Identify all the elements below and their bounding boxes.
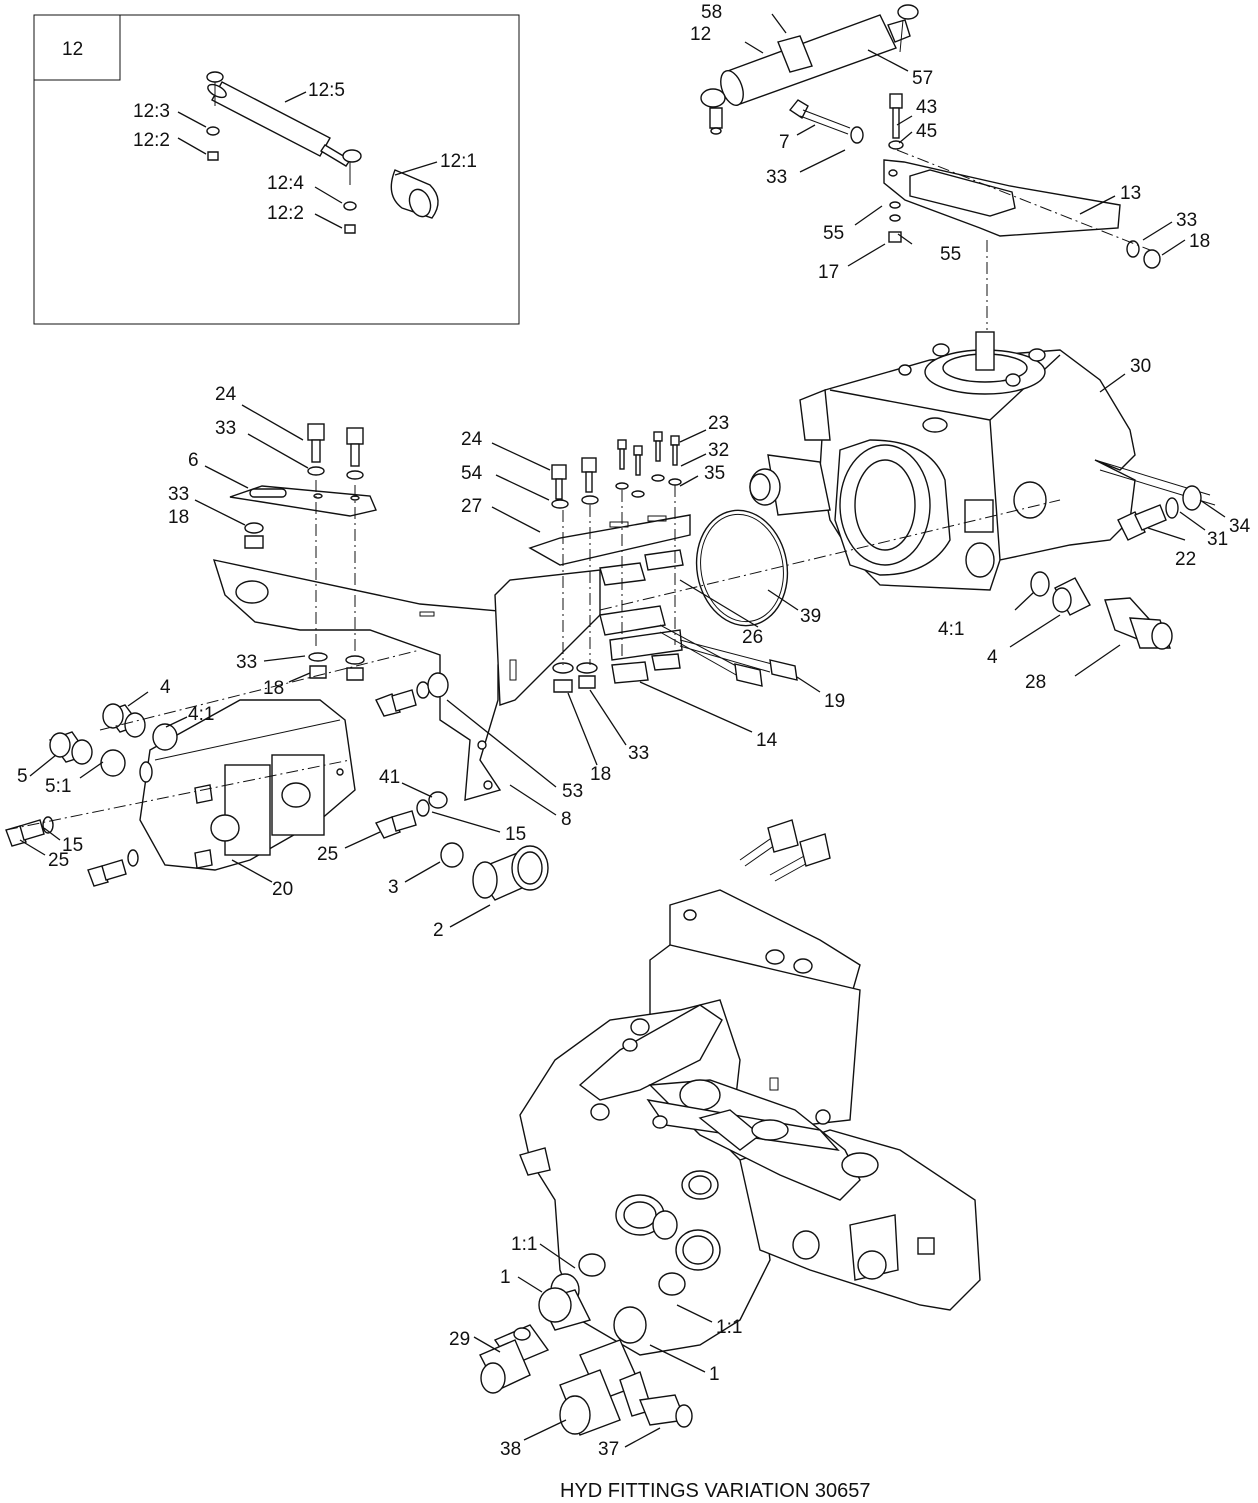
screws-23-part: [615, 431, 682, 498]
seal-39-part: [695, 509, 789, 627]
callout-33: 33: [766, 167, 787, 188]
callout-4: 4: [160, 677, 171, 698]
damper-assembly-part: [700, 4, 919, 135]
callout-33: 33: [215, 418, 236, 439]
fitting-2-3-part: [440, 842, 549, 901]
callout-43: 43: [916, 97, 937, 118]
callout-35: 35: [704, 463, 725, 484]
callout-45: 45: [916, 121, 937, 142]
bolt-7-part: [788, 99, 864, 144]
sensor-14-19-part: [599, 549, 798, 687]
callout-4-1: 4:1: [188, 704, 214, 725]
callout-39: 39: [800, 606, 821, 627]
callout-4-1: 4:1: [938, 619, 964, 640]
callout-53: 53: [562, 781, 583, 802]
bolt-43-part: [888, 93, 904, 150]
callout-6: 6: [188, 450, 199, 471]
inset-detail-12: 12 12:5 12:3 12:2 12:1 12:4 12:2: [33, 14, 520, 325]
callout-33: 33: [168, 484, 189, 505]
callout-54: 54: [461, 463, 483, 484]
callout-15: 15: [505, 824, 526, 845]
callout-25: 25: [48, 850, 69, 871]
callout-22: 22: [1175, 549, 1196, 570]
callout-23: 23: [708, 413, 729, 434]
callout-38: 38: [500, 1439, 521, 1460]
callout-1: 1: [709, 1364, 720, 1385]
callout-33: 33: [1176, 210, 1197, 231]
callout-33: 33: [236, 652, 257, 673]
callout-12: 12: [690, 24, 711, 45]
bracket-27-part: [528, 431, 691, 566]
callout-17: 17: [818, 262, 839, 283]
callout-34: 34: [1229, 516, 1251, 537]
callout-37: 37: [598, 1439, 619, 1460]
callout-24: 24: [461, 429, 483, 450]
callout-28: 28: [1025, 672, 1046, 693]
callout-7: 7: [779, 132, 790, 153]
callout-24: 24: [215, 384, 237, 405]
assembled-pump-view-part: [519, 819, 981, 1356]
callout-2: 2: [433, 920, 444, 941]
callout-31: 31: [1207, 529, 1228, 550]
callout-18: 18: [1189, 231, 1210, 252]
fitting-4-and-elbow-28-part: [1030, 571, 1173, 650]
callout-12-2: 12:2: [267, 203, 304, 224]
callout-33: 33: [628, 743, 649, 764]
inset-box-label: 12: [62, 39, 83, 60]
callout-12-4: 12:4: [267, 173, 304, 194]
callout-15: 15: [62, 835, 83, 856]
callout-12-3: 12:3: [133, 101, 170, 122]
callout-1: 1: [500, 1267, 511, 1288]
callout-13: 13: [1120, 183, 1141, 204]
bolts-24-left-part: [307, 423, 364, 480]
callout-55: 55: [823, 223, 844, 244]
callout-30: 30: [1130, 356, 1151, 377]
callout-5: 5: [17, 766, 28, 787]
callout-19: 19: [824, 691, 845, 712]
charge-pump-20-part: [139, 699, 356, 871]
callout-25: 25: [317, 844, 338, 865]
callout-57: 57: [912, 68, 933, 89]
bracket-6-part: [229, 485, 377, 549]
callout-18: 18: [590, 764, 611, 785]
inset-damper-part: [206, 71, 439, 234]
fittings-1-29-37-38-part: [479, 1273, 693, 1436]
callout-14: 14: [756, 730, 778, 751]
plugs-25-15-part: [5, 672, 449, 887]
plug-22-part: [1117, 485, 1202, 541]
callout-55: 55: [940, 244, 961, 265]
callout-1-1: 1:1: [511, 1234, 537, 1255]
fittings-4-5-part: [48, 703, 178, 777]
callout-5-1: 5:1: [45, 776, 71, 797]
callout-3: 3: [388, 877, 399, 898]
callout-20: 20: [272, 879, 293, 900]
callout-12-1: 12:1: [440, 151, 477, 172]
callout-8: 8: [561, 809, 572, 830]
lever-13-part: [883, 159, 1161, 269]
callout-27: 27: [461, 496, 482, 517]
callout-1-1: 1:1: [716, 1317, 742, 1338]
callout-18: 18: [263, 678, 284, 699]
variation-caption: HYD FITTINGS VARIATION 30657: [560, 1480, 870, 1502]
callout-4: 4: [987, 647, 998, 668]
callout-29: 29: [449, 1329, 470, 1350]
callout-12-5: 12:5: [308, 80, 345, 101]
callout-32: 32: [708, 440, 729, 461]
callout-41: 41: [379, 767, 400, 788]
callout-58: 58: [701, 2, 722, 23]
callout-26: 26: [742, 627, 763, 648]
hydrostatic-pump-30-part: [749, 331, 1216, 591]
callout-18: 18: [168, 507, 189, 528]
callout-12-2: 12:2: [133, 130, 170, 151]
